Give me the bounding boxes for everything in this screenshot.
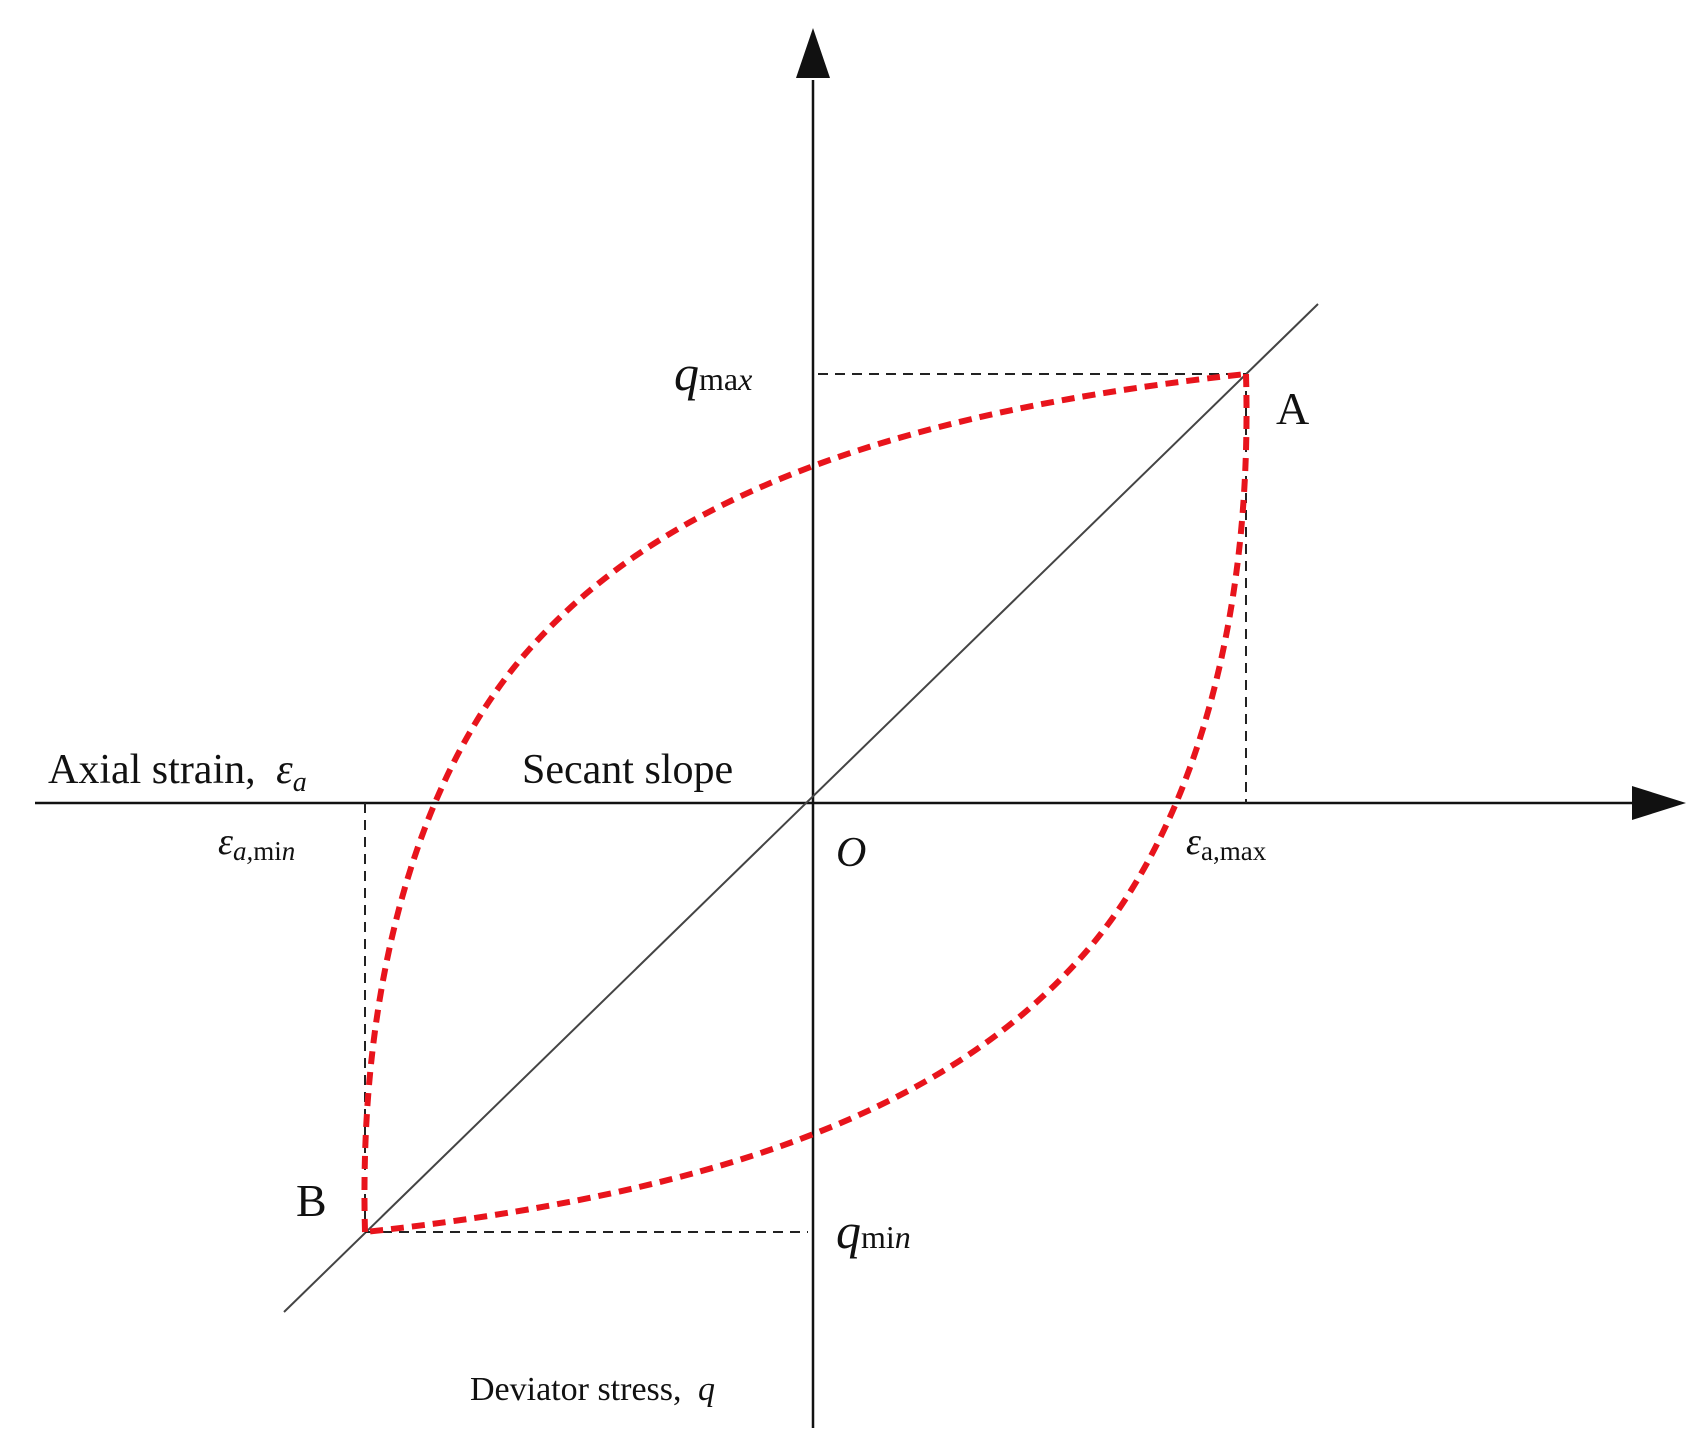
q-max-label: qmax xyxy=(674,345,752,401)
point-b-label: B xyxy=(296,1175,327,1226)
origin-label: O xyxy=(836,830,866,876)
point-a-label: A xyxy=(1276,383,1309,434)
q-min-label: qmin xyxy=(836,1203,911,1259)
eps-min-label: εa,min xyxy=(218,821,295,866)
unloading-branch xyxy=(364,373,1250,1235)
eps-max-label: εa,max xyxy=(1186,821,1267,866)
x-axis-label: Axial strain, εa xyxy=(48,747,307,798)
loading-branch xyxy=(361,371,1247,1233)
secant-slope-label: Secant slope xyxy=(522,747,733,793)
x-axis-arrowhead xyxy=(1632,786,1686,820)
hysteresis-loop xyxy=(361,371,1250,1235)
secant-slope-line xyxy=(283,303,1319,1313)
y-axis-arrowhead xyxy=(796,28,830,78)
y-axis-label: Deviator stress, q xyxy=(470,1371,715,1408)
